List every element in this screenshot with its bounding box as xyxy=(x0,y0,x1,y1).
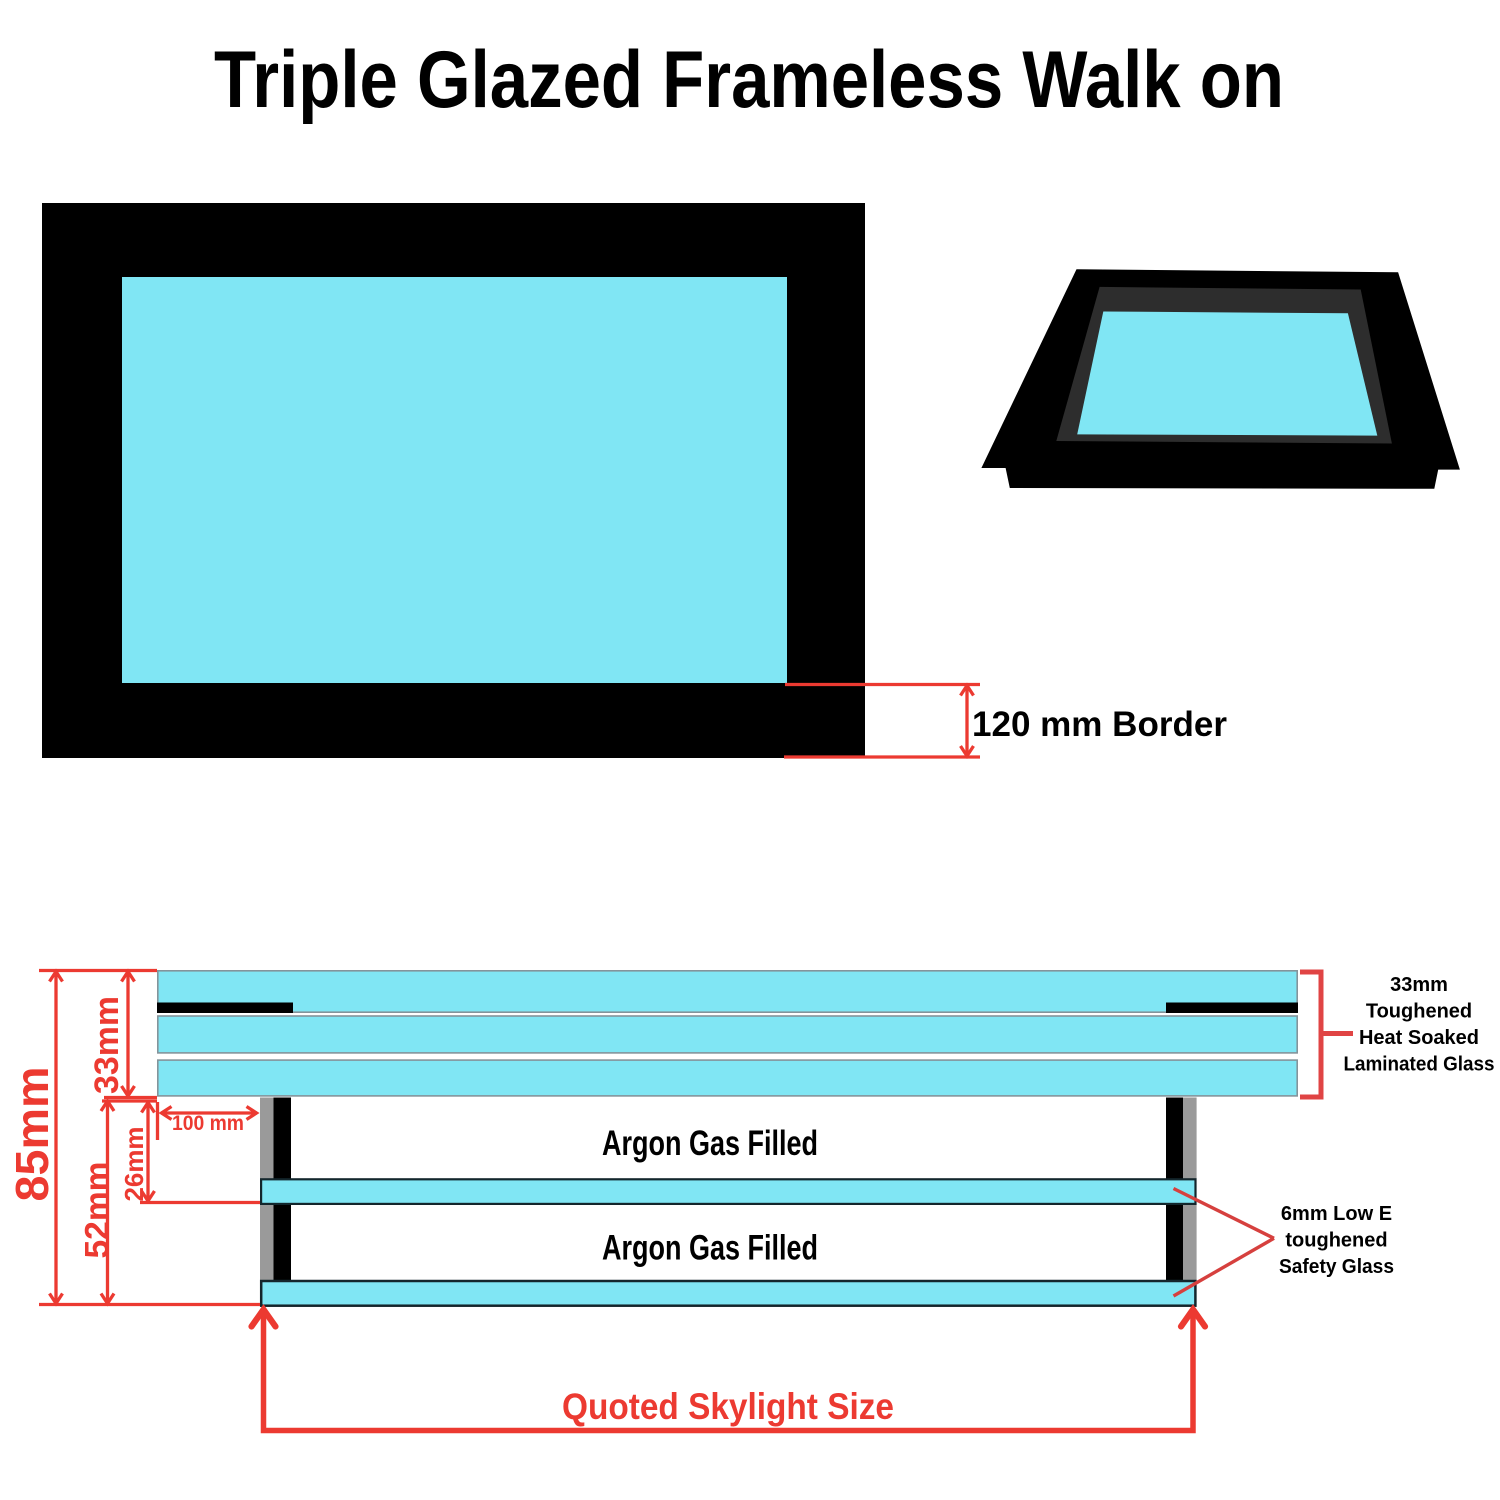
svg-text:85mm: 85mm xyxy=(6,1067,58,1202)
svg-text:Argon Gas Filled: Argon Gas Filled xyxy=(602,1229,818,1268)
svg-text:Quoted Skylight Size: Quoted Skylight Size xyxy=(562,1386,894,1427)
svg-text:Laminated Glass: Laminated Glass xyxy=(1344,1054,1495,1076)
svg-text:Triple Glazed Frameless Walk o: Triple Glazed Frameless Walk on xyxy=(214,35,1284,125)
svg-text:100 mm: 100 mm xyxy=(172,1112,244,1135)
svg-text:26mm: 26mm xyxy=(119,1127,149,1202)
svg-text:52mm: 52mm xyxy=(79,1162,117,1259)
svg-text:6mm Low E: 6mm Low E xyxy=(1281,1203,1392,1225)
svg-text:Safety Glass: Safety Glass xyxy=(1279,1256,1394,1278)
svg-text:33mm: 33mm xyxy=(1390,974,1448,996)
svg-text:33mm: 33mm xyxy=(88,996,126,1094)
svg-text:Heat Soaked: Heat Soaked xyxy=(1359,1027,1479,1049)
svg-text:Argon Gas Filled: Argon Gas Filled xyxy=(602,1124,818,1163)
svg-text:120 mm Border: 120 mm Border xyxy=(972,705,1227,744)
svg-text:Toughened: Toughened xyxy=(1366,1001,1472,1023)
svg-text:toughened: toughened xyxy=(1285,1230,1387,1252)
